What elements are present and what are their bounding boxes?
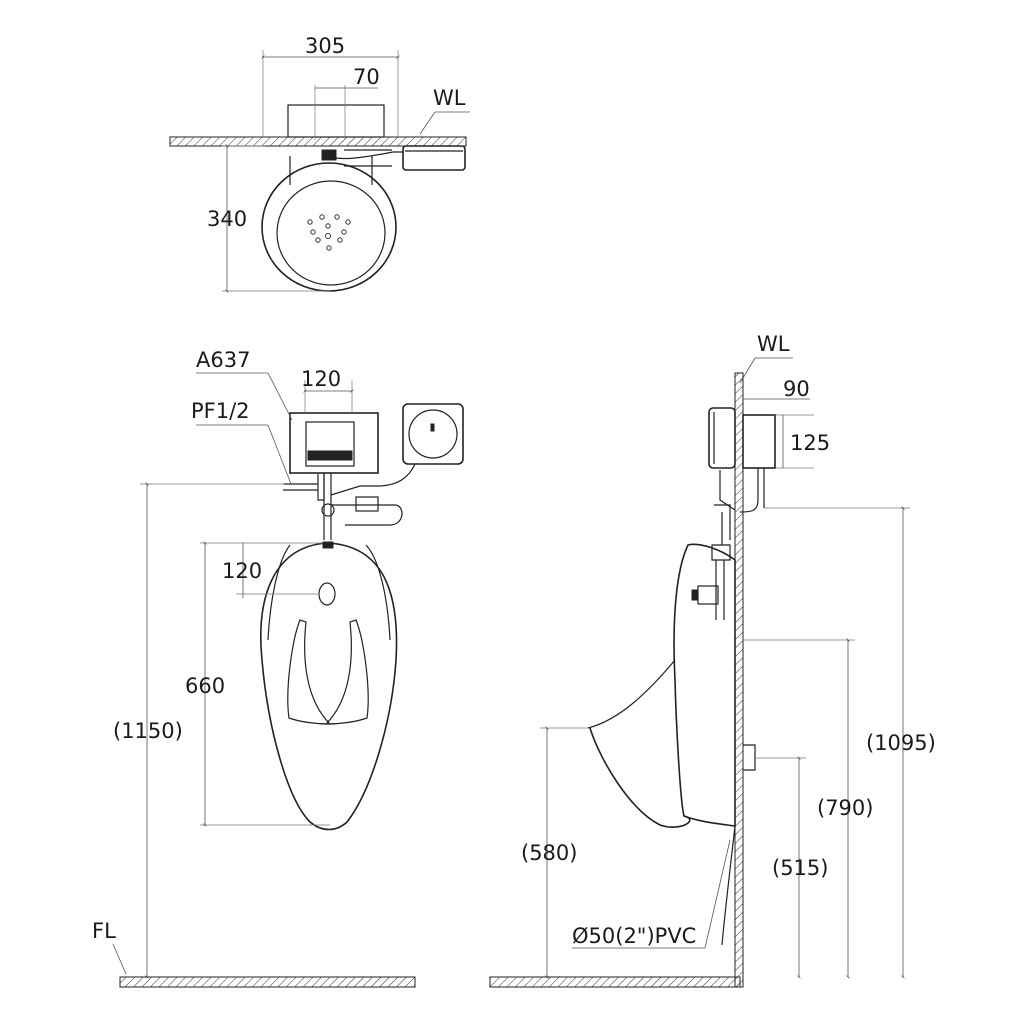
- front-bowl-outline: [260, 542, 398, 831]
- top-wall-hatch: [169, 136, 467, 147]
- top-wall-label: WL: [433, 86, 466, 110]
- front-sensor-plate: [402, 403, 464, 465]
- front-floor-hatch: [119, 976, 416, 988]
- side-wall-hatch: [734, 372, 744, 988]
- front-floor-label: FL: [92, 919, 116, 943]
- side-inlet-height-dim: (1095): [866, 731, 936, 755]
- top-bowl-inner: [276, 180, 386, 286]
- top-drain-holes: [307, 214, 351, 251]
- top-stop-valve: [321, 149, 337, 161]
- top-width-dim: 305: [305, 34, 345, 58]
- side-stop-valve: [697, 585, 719, 605]
- side-floor-hatch: [489, 976, 741, 988]
- side-drain-label: Ø50(2")PVC: [572, 924, 696, 948]
- top-depth-dim: 340: [207, 207, 247, 231]
- side-urinal-front: [589, 727, 691, 828]
- front-spud-drop-dim: 120: [222, 559, 262, 583]
- top-bowl-outer: [261, 162, 397, 292]
- side-wall-label: WL: [757, 332, 790, 356]
- front-valve-label: A637: [196, 348, 250, 372]
- front-bowl-inner-left: [287, 619, 332, 725]
- front-spud-hole: [318, 582, 336, 606]
- side-urinal-outline: [673, 543, 736, 827]
- front-inlet-label: PF1/2: [191, 399, 250, 423]
- front-bowl-inner-right: [324, 619, 369, 725]
- side-rim-height-dim: (580): [521, 841, 577, 865]
- front-valve-window: [305, 421, 355, 467]
- side-wall-rim-dim: (790): [817, 796, 873, 820]
- top-valve-box: [287, 104, 385, 138]
- front-view: 120 A637 PF1/2 120 660 (1150) FL: [92, 348, 464, 988]
- side-sensor-plate: [708, 407, 736, 469]
- side-view: WL 90 125 (1095) (790) (515) (580) Ø50(2…: [489, 332, 936, 988]
- side-projection-dim: 90: [783, 377, 810, 401]
- side-outlet-height-dim: (515): [772, 856, 828, 880]
- front-valve-box: [289, 412, 379, 474]
- side-valve-box: [742, 414, 776, 469]
- front-bowl-height-dim: 660: [185, 674, 225, 698]
- front-sensor-eye: [408, 409, 458, 459]
- side-valve-height-dim: 125: [790, 431, 830, 455]
- front-valve-width-dim: 120: [301, 367, 341, 391]
- front-total-height-dim: (1150): [113, 719, 183, 743]
- top-offset-dim: 70: [353, 65, 380, 89]
- top-view: 305 70 340 WL: [169, 34, 470, 293]
- top-sensor-box: [402, 145, 466, 171]
